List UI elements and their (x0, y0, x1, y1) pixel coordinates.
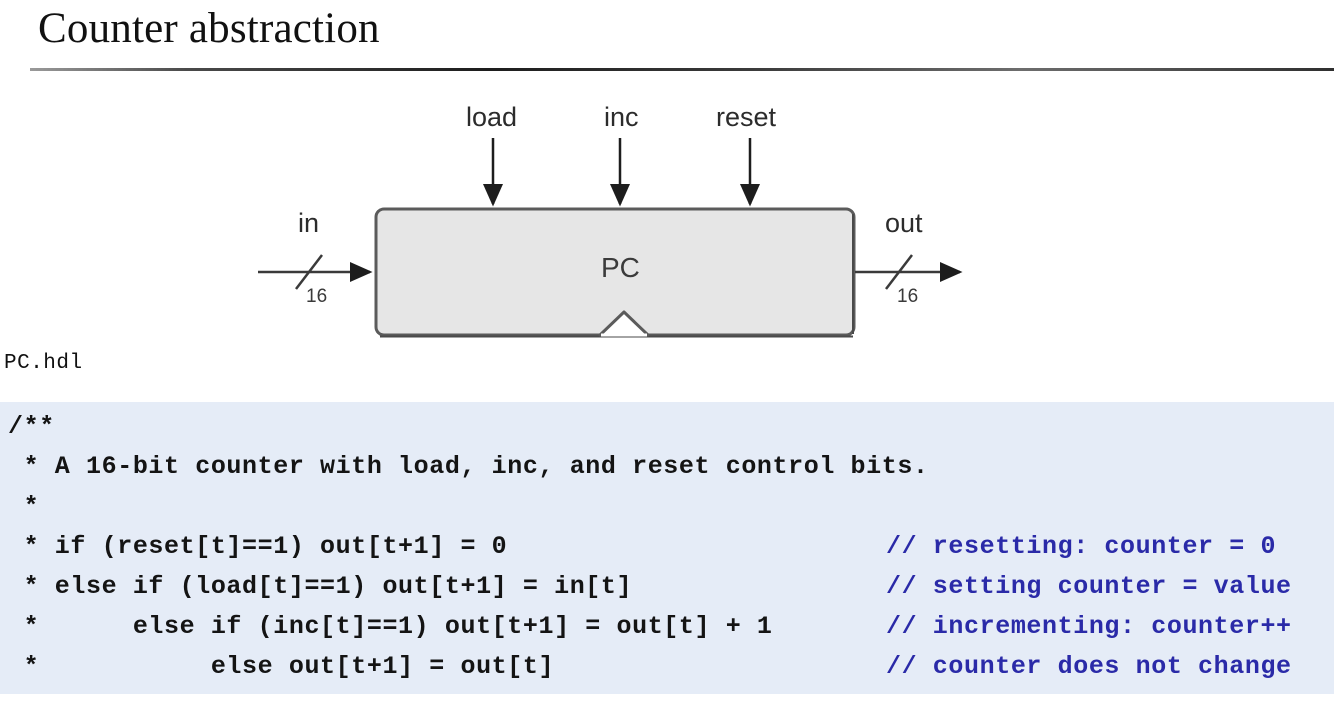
code-comment: // setting counter = value (886, 572, 1292, 601)
code-line: * else if (load[t]==1) out[t+1] = in[t] (8, 572, 633, 601)
hdl-code-block: /** * A 16-bit counter with load, inc, a… (0, 402, 1334, 694)
out-arrow (855, 254, 963, 290)
port-label-in: in (298, 208, 320, 238)
code-line: * A 16-bit counter with load, inc, and r… (8, 452, 929, 481)
chip-label-pc: PC (601, 252, 640, 283)
port-label-load: load (466, 102, 518, 132)
hdl-code-lines: /** * A 16-bit counter with load, inc, a… (0, 402, 1334, 694)
code-comment: // incrementing: counter++ (886, 612, 1292, 641)
code-comment: // resetting: counter = 0 (886, 532, 1277, 561)
code-comment: // counter does not change (886, 652, 1292, 681)
bus-width-out: 16 (897, 286, 919, 307)
port-label-out: out (885, 208, 923, 238)
code-line: * (8, 492, 40, 521)
bus-width-in: 16 (306, 286, 328, 307)
page-title: Counter abstraction (38, 5, 380, 52)
code-line: * else out[t+1] = out[t] (8, 652, 555, 681)
code-line: * else if (inc[t]==1) out[t+1] = out[t] … (8, 612, 773, 641)
diagram-canvas (258, 138, 963, 338)
in-arrow (258, 254, 373, 290)
chip-body (374, 207, 856, 338)
hdl-file-name: PC.hdl (4, 352, 83, 375)
code-line: * if (reset[t]==1) out[t+1] = 0 (8, 532, 508, 561)
port-label-reset: reset (716, 102, 777, 132)
code-line: /** (8, 412, 55, 441)
title-divider (30, 68, 1334, 71)
pc-chip-diagram: PC load inc reset in 16 out 16 (0, 88, 1334, 346)
port-label-inc: inc (604, 102, 639, 132)
clock-triangle-icon (598, 310, 650, 337)
